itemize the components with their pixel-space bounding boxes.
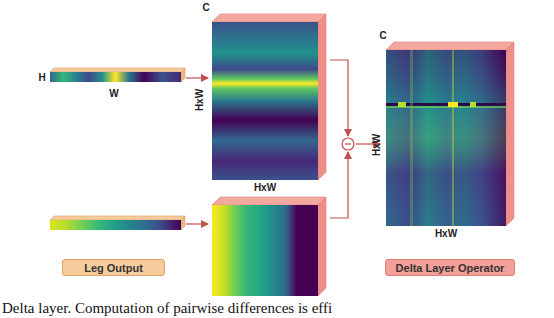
axis-label: C — [202, 3, 209, 13]
dimension-label: HxW — [435, 229, 457, 239]
matrix-block — [386, 42, 514, 226]
matrix-block — [212, 197, 326, 296]
arrow — [186, 60, 380, 224]
axis-label: W — [109, 89, 118, 99]
axis-label: H — [38, 73, 45, 83]
tensor-bar — [50, 216, 185, 230]
box-label: Leg Output — [84, 262, 143, 274]
box-label: Delta Layer Operator — [396, 262, 505, 274]
figure-caption: Delta layer. Computation of pairwise dif… — [2, 301, 332, 316]
label-box: Delta Layer Operator — [385, 259, 515, 276]
axis-label: C — [379, 31, 386, 41]
dimension-label: HxW — [372, 134, 382, 156]
minus-operator — [342, 138, 354, 150]
tensor-bar — [50, 68, 185, 82]
label-box: Leg Output — [62, 259, 165, 276]
matrix-block — [212, 14, 326, 180]
dimension-label: HxW — [254, 183, 276, 193]
dimension-label: HxW — [195, 89, 205, 111]
